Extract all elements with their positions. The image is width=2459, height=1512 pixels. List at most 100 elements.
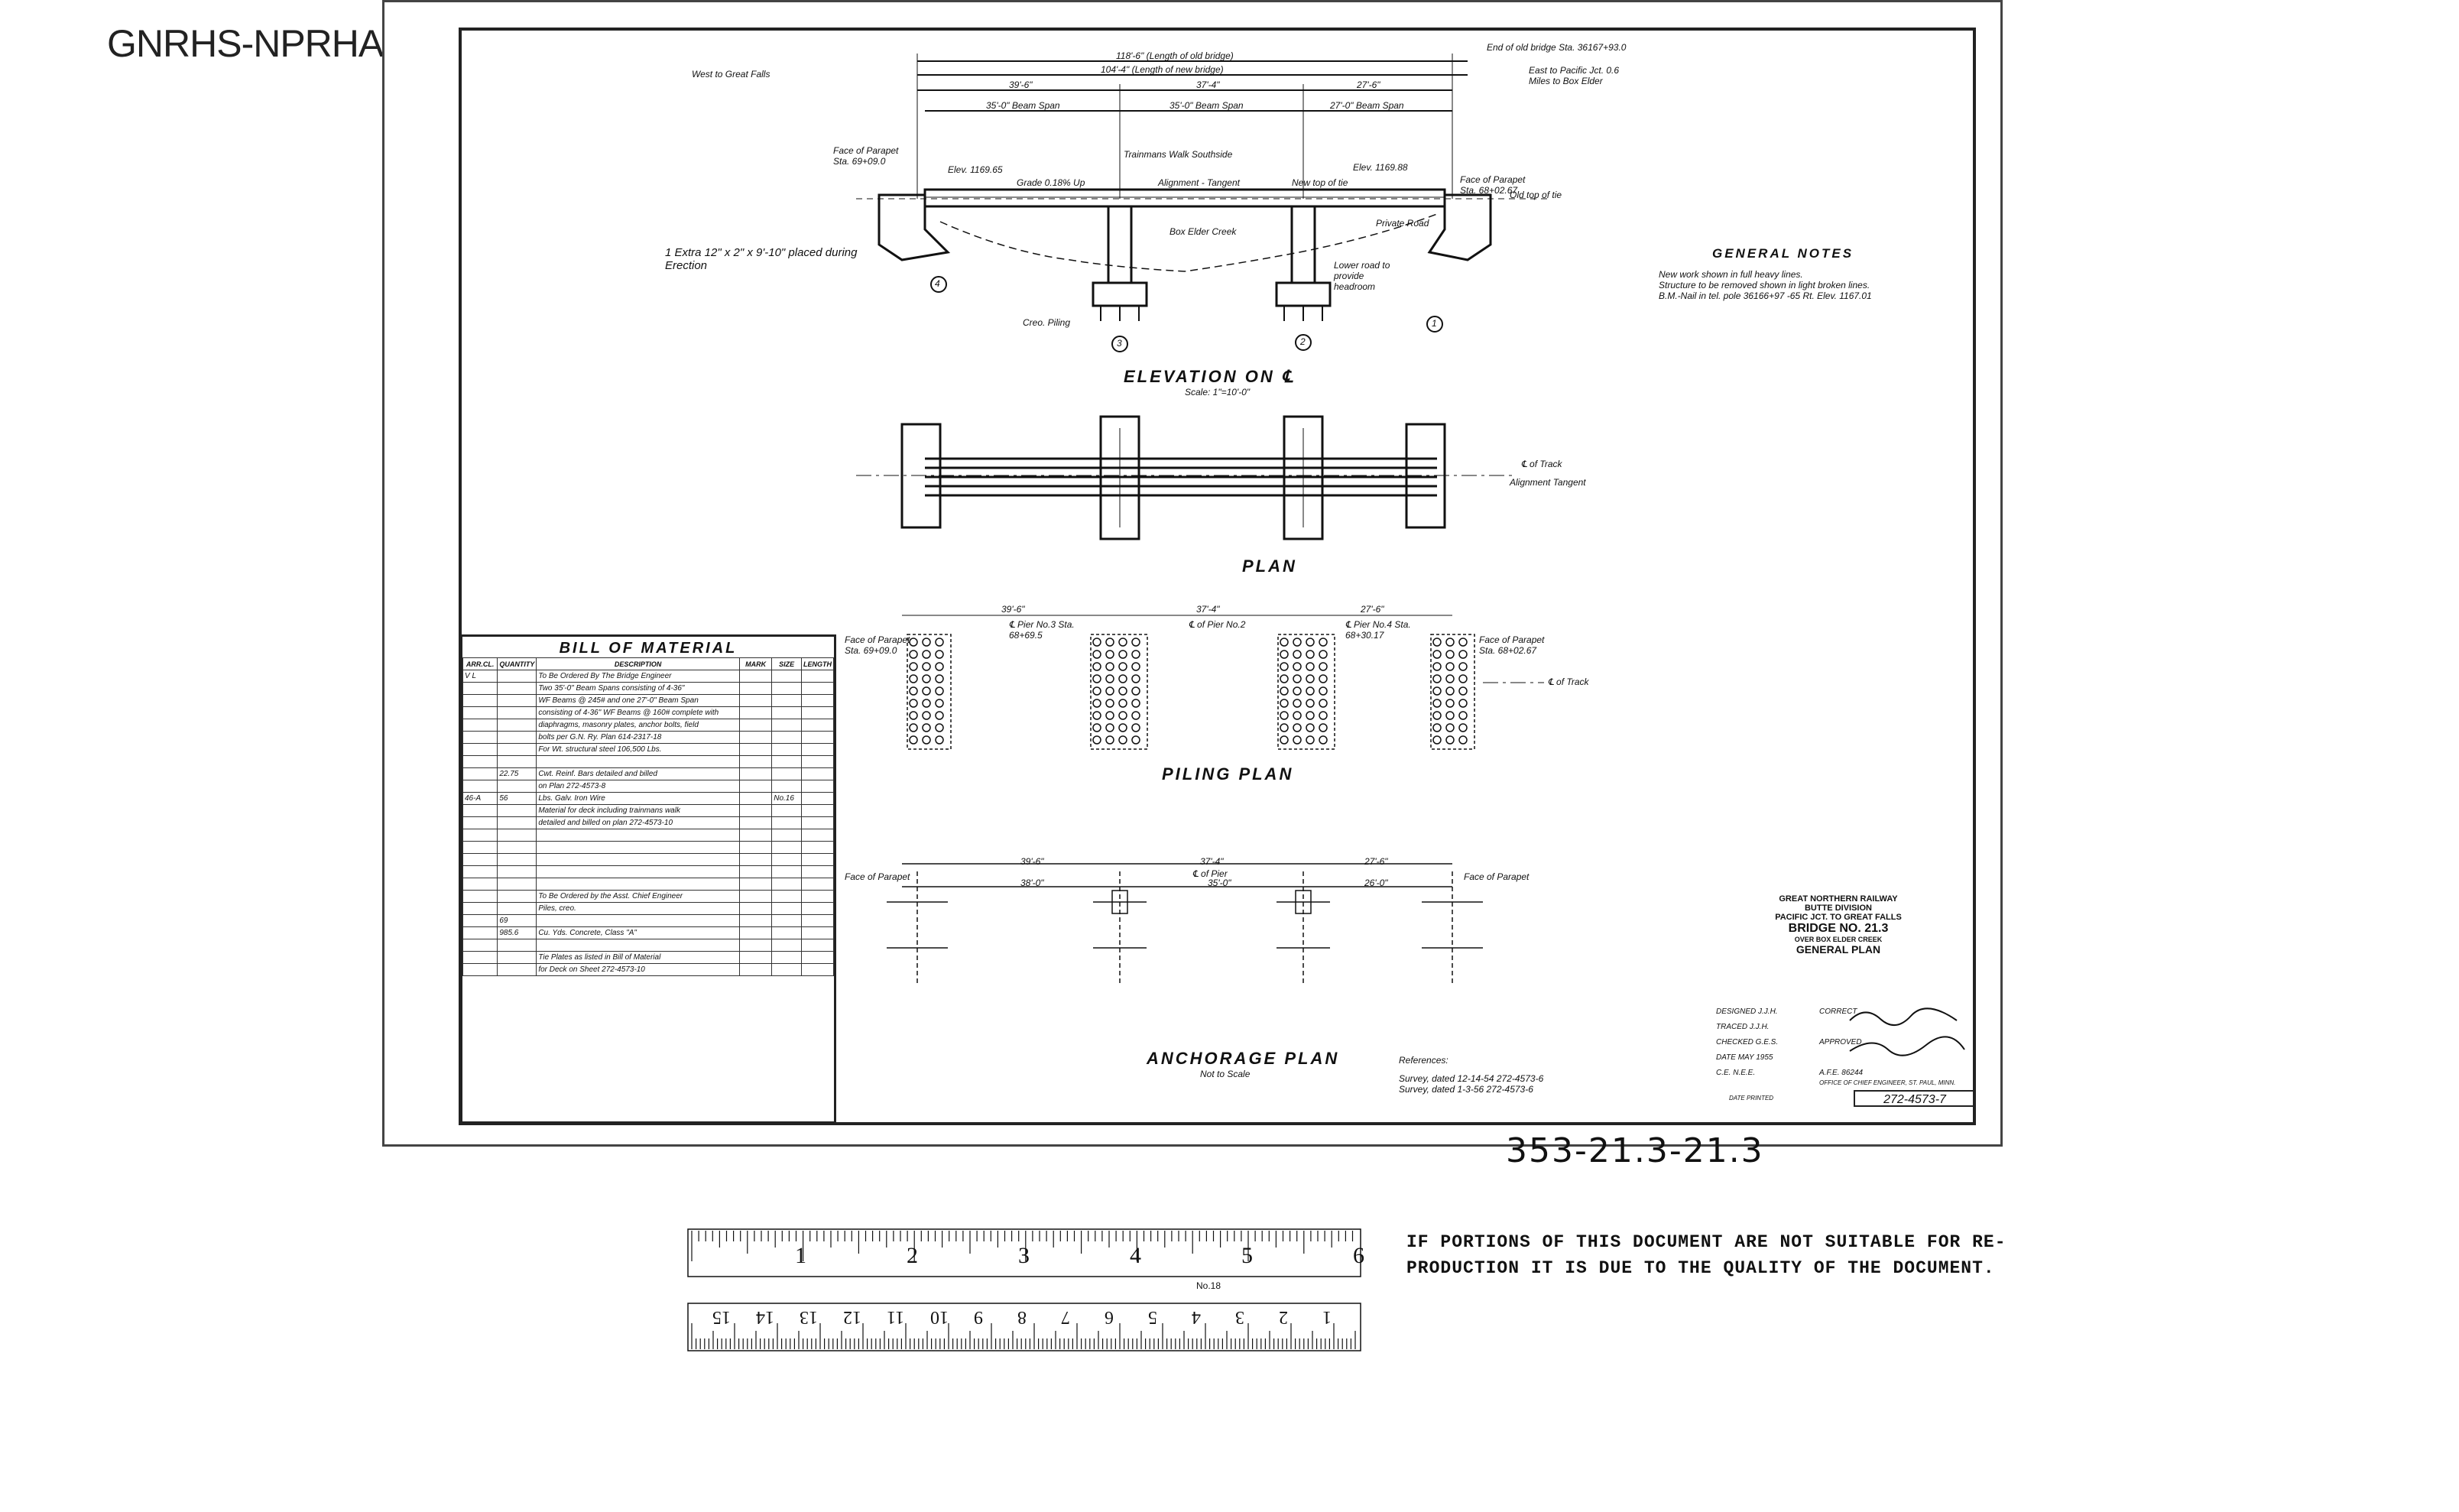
correct-label: CORRECT bbox=[1819, 1007, 1857, 1016]
bom-cell bbox=[800, 865, 835, 878]
bridge-number: BRIDGE NO. 21.3 bbox=[1788, 922, 1889, 935]
bom-cell bbox=[771, 694, 802, 707]
handwritten-file-number: 353-21.3-21.3 bbox=[1506, 1131, 1764, 1170]
date-printed-label: DATE PRINTED bbox=[1729, 1095, 1774, 1102]
bom-cell bbox=[738, 939, 773, 952]
bom-cell bbox=[771, 780, 802, 793]
general-notes: GENERAL NOTES New work shown in full hea… bbox=[1659, 246, 1888, 301]
bom-cell: 69 bbox=[497, 914, 537, 927]
bom-header-size: SIZE bbox=[771, 657, 802, 670]
bom-cell bbox=[771, 841, 802, 854]
bom-cell: Two 35'-0" Beam Spans consisting of 4-36… bbox=[536, 682, 740, 695]
traced-by: TRACED J.J.H. bbox=[1716, 1023, 1770, 1031]
creo-piling-label: Creo. Piling bbox=[1023, 317, 1071, 328]
bom-cell bbox=[462, 731, 498, 744]
bom-cell bbox=[800, 743, 835, 756]
bom-cell: For Wt. structural steel 106,500 Lbs. bbox=[536, 743, 740, 756]
bom-cell bbox=[462, 719, 498, 732]
title-block: GREAT NORTHERN RAILWAY BUTTE DIVISION PA… bbox=[1712, 894, 1964, 956]
bom-cell bbox=[497, 670, 537, 683]
bom-cell bbox=[800, 682, 835, 695]
bom-cell bbox=[800, 670, 835, 683]
route-name: PACIFIC JCT. TO GREAT FALLS bbox=[1775, 913, 1902, 922]
bom-row: detailed and billed on plan 272-4573-10 bbox=[462, 816, 835, 829]
bom-row bbox=[462, 853, 835, 866]
general-note-1: New work shown in full heavy lines. bbox=[1659, 269, 1803, 280]
bom-cell bbox=[771, 670, 802, 683]
span-mid: 37'-4" bbox=[1196, 79, 1220, 90]
bom-cell bbox=[497, 694, 537, 707]
cm-label: 9 bbox=[974, 1307, 983, 1327]
bom-cell bbox=[497, 719, 537, 732]
inch-label: 5 bbox=[1241, 1243, 1253, 1268]
bom-cell bbox=[497, 682, 537, 695]
piling-plan-title: PILING PLAN bbox=[1162, 764, 1294, 784]
bom-cell bbox=[462, 902, 498, 915]
bom-row: Material for deck including trainmans wa… bbox=[462, 804, 835, 817]
inch-label: 4 bbox=[1130, 1243, 1141, 1268]
cm-label: 15 bbox=[712, 1307, 731, 1327]
cm-label: 3 bbox=[1235, 1307, 1244, 1327]
piling-dim-2: 37'-4" bbox=[1196, 604, 1220, 615]
general-note-2: Structure to be removed shown in light b… bbox=[1659, 280, 1870, 290]
bom-row: Tie Plates as listed in Bill of Material bbox=[462, 951, 835, 964]
cm-label: 6 bbox=[1105, 1307, 1114, 1327]
bom-cell: detailed and billed on plan 272-4573-10 bbox=[536, 816, 740, 829]
bom-cell bbox=[800, 731, 835, 744]
bom-cell bbox=[800, 951, 835, 964]
bom-cell: Lbs. Galv. Iron Wire bbox=[536, 792, 740, 805]
beam-span-left: 35'-0" Beam Span bbox=[986, 100, 1060, 111]
bom-cell bbox=[738, 816, 773, 829]
bom-cell bbox=[497, 853, 537, 866]
anchorage-plan-title: ANCHORAGE PLAN bbox=[1147, 1049, 1340, 1068]
bom-header-mark: MARK bbox=[738, 657, 773, 670]
bom-cell bbox=[536, 878, 740, 891]
bom-row bbox=[462, 755, 835, 768]
bom-cell bbox=[462, 767, 498, 780]
bom-cell bbox=[800, 914, 835, 927]
bom-cell bbox=[800, 939, 835, 952]
bom-row bbox=[462, 865, 835, 878]
elev-right: Elev. 1169.88 bbox=[1353, 162, 1408, 173]
east-to: East to Pacific Jct. 0.6 Miles to Box El… bbox=[1529, 65, 1620, 86]
anchorage-sub-1: 38'-0" bbox=[1020, 878, 1044, 888]
bom-cell bbox=[771, 829, 802, 842]
piling-label-1: ℄ Pier No.3 Sta. 68+69.5 bbox=[1009, 619, 1075, 641]
creek-label: Box Elder Creek bbox=[1169, 226, 1237, 237]
face-parapet-right: Face of Parapet Sta. 68+02.67 bbox=[1460, 174, 1526, 196]
bom-cell bbox=[771, 939, 802, 952]
bom-cell bbox=[738, 865, 773, 878]
bom-row: 69 bbox=[462, 914, 835, 927]
bom-cell: for Deck on Sheet 272-4573-10 bbox=[536, 963, 740, 976]
ruler-mark: No.18 bbox=[1196, 1280, 1221, 1291]
bom-cell bbox=[800, 890, 835, 903]
bom-cell bbox=[462, 890, 498, 903]
bom-cell bbox=[800, 755, 835, 768]
bom-cell: 985.6 bbox=[497, 926, 537, 939]
cm-label: 4 bbox=[1192, 1307, 1201, 1327]
cm-label: 7 bbox=[1061, 1307, 1070, 1327]
dim-old-bridge: 118'-6" (Length of old bridge) bbox=[1116, 50, 1234, 61]
cm-label: 12 bbox=[843, 1307, 861, 1327]
old-top-label: Old top of tie bbox=[1510, 190, 1562, 200]
bom-cell bbox=[738, 682, 773, 695]
bom-cell bbox=[800, 829, 835, 842]
cm-label: 2 bbox=[1279, 1307, 1288, 1327]
bom-cell: To Be Ordered By The Bridge Engineer bbox=[536, 670, 740, 683]
bom-cell bbox=[462, 853, 498, 866]
inch-label: 2 bbox=[907, 1243, 918, 1268]
bom-cell bbox=[497, 878, 537, 891]
bom-cell bbox=[738, 963, 773, 976]
bom-cell: Material for deck including trainmans wa… bbox=[536, 804, 740, 817]
bom-cell bbox=[771, 902, 802, 915]
cm-label: 8 bbox=[1017, 1307, 1027, 1327]
bom-cell bbox=[462, 694, 498, 707]
bom-cell bbox=[771, 731, 802, 744]
bom-cell: Cu. Yds. Concrete, Class "A" bbox=[536, 926, 740, 939]
bom-cell bbox=[738, 804, 773, 817]
bom-cell bbox=[800, 694, 835, 707]
